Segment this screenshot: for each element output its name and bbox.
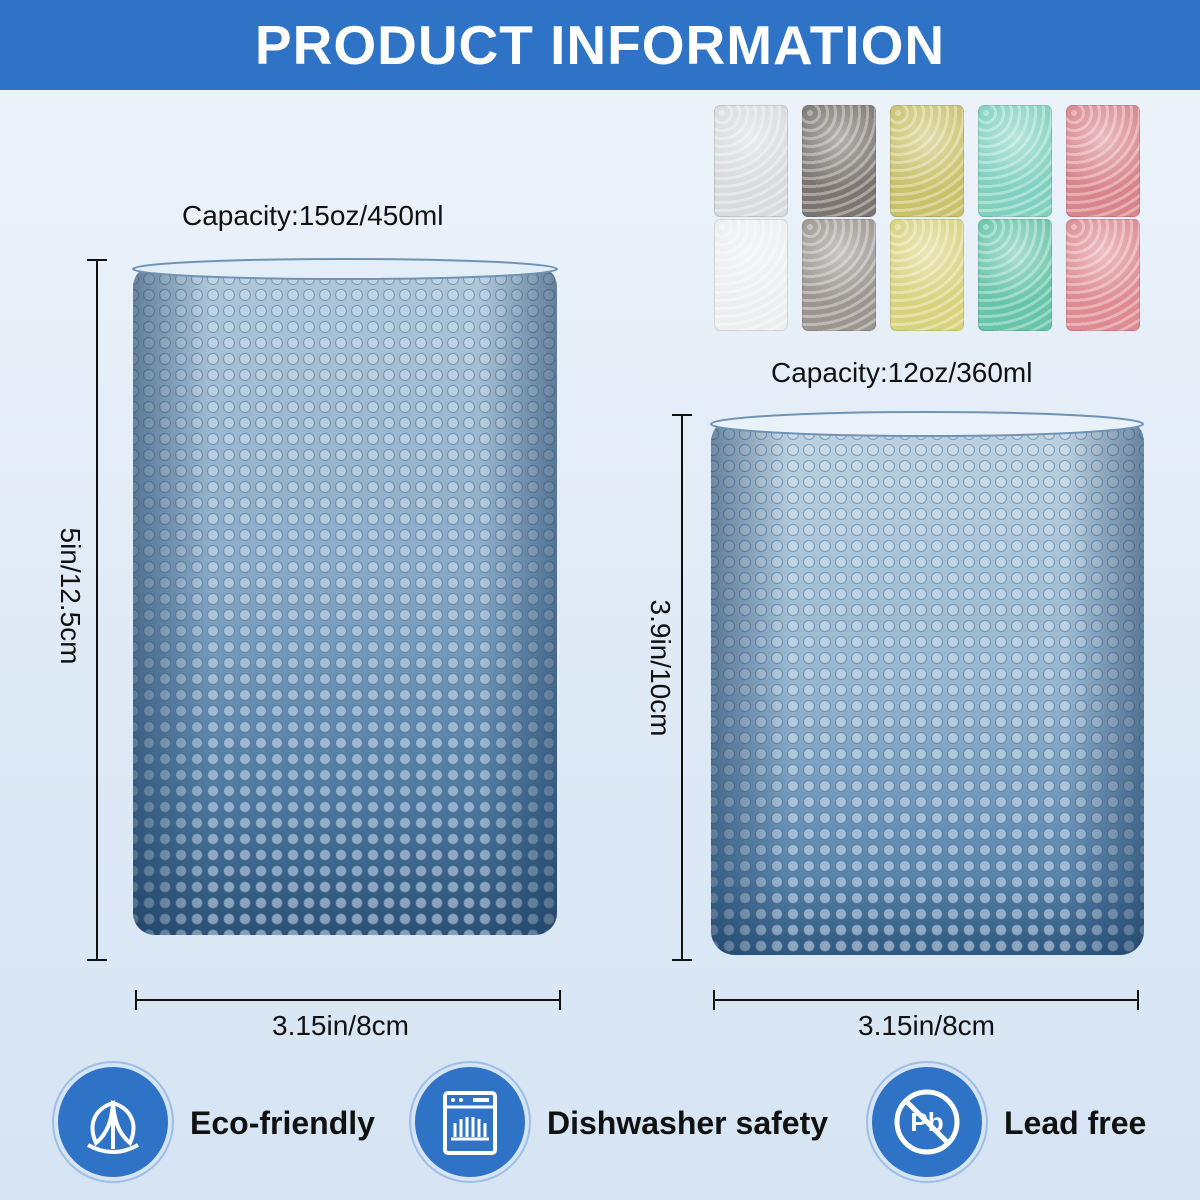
small-height-label: 3.9in/10cm — [645, 599, 676, 737]
swatch-amber-2 — [890, 219, 964, 331]
small-hobnail-glass — [710, 411, 1144, 955]
dishwasher-icon — [443, 1091, 497, 1155]
swatch-gray — [802, 105, 876, 217]
swatch-clear-2 — [714, 219, 788, 331]
swatch-teal-2 — [978, 219, 1052, 331]
small-width-dimension-line — [713, 990, 1139, 1010]
eco-friendly-label: Eco-friendly — [190, 1105, 375, 1141]
header-banner — [0, 0, 1200, 90]
small-height-dimension-line — [672, 414, 692, 961]
leaf-icon — [87, 1100, 139, 1154]
lead-free-label: Lead free — [1004, 1105, 1147, 1141]
color-options — [714, 105, 1140, 331]
large-hobnail-glass — [132, 258, 558, 935]
eco-friendly-badge — [58, 1067, 168, 1177]
small-width-label: 3.15in/8cm — [858, 1010, 995, 1041]
swatch-teal — [978, 105, 1052, 217]
large-height-label: 5in/12.5cm — [55, 527, 86, 665]
small-capacity-label: Capacity:12oz/360ml — [771, 357, 1033, 388]
swatch-gray-2 — [802, 219, 876, 331]
svg-text:Pb: Pb — [910, 1107, 943, 1137]
lead-free-badge: Pb — [872, 1067, 982, 1177]
no-lead-icon: Pb — [894, 1089, 960, 1155]
swatch-pink — [1066, 105, 1140, 217]
large-height-dimension-line — [87, 259, 107, 961]
large-width-dimension-line — [135, 990, 561, 1010]
large-width-label: 3.15in/8cm — [272, 1010, 409, 1041]
dishwasher-safety-label: Dishwasher safety — [547, 1105, 829, 1141]
dishwasher-badge — [415, 1067, 525, 1177]
swatch-clear — [714, 105, 788, 217]
swatch-pink-2 — [1066, 219, 1140, 331]
swatch-amber — [890, 105, 964, 217]
page-title: PRODUCT INFORMATION — [254, 14, 946, 76]
large-capacity-label: Capacity:15oz/450ml — [182, 200, 444, 231]
